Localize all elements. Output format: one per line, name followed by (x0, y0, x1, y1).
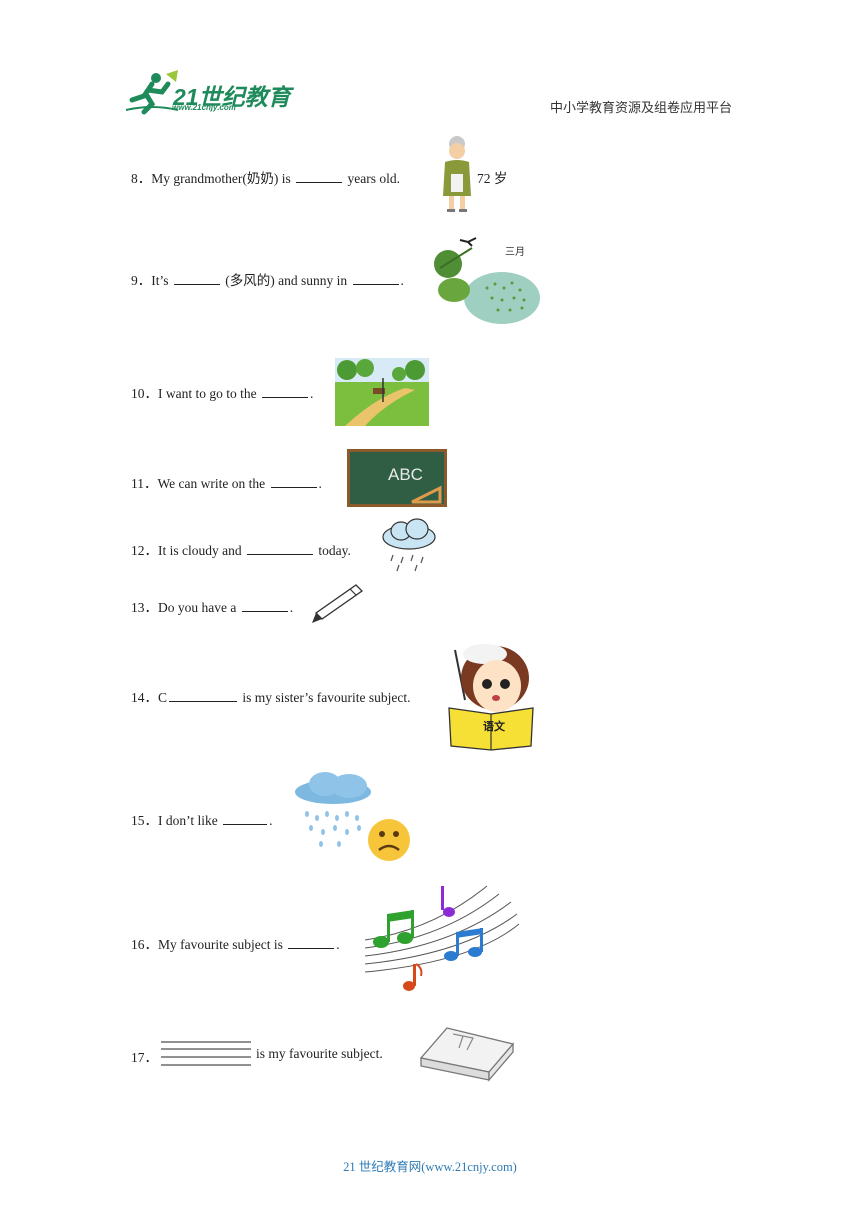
pen-icon (312, 584, 364, 623)
answer-lines (161, 1041, 251, 1066)
footer-text: 21 世纪教育网(www.21cnjy.com) (343, 1160, 517, 1174)
question-16: 16．My favourite subject is . (131, 936, 340, 952)
logo-url: www.21cnjy.com (172, 103, 236, 112)
answer-blank (173, 272, 220, 285)
answer-blank (352, 272, 399, 285)
question-17: 17． (131, 1050, 158, 1065)
answer-blank (261, 385, 308, 398)
board-text: ABC (388, 465, 423, 484)
book-label: 语文 (483, 720, 505, 733)
rain-sad-face-icon (295, 772, 410, 861)
book-icon (419, 1027, 515, 1082)
music-notes-icon (364, 885, 520, 991)
runner-logo-icon (125, 70, 179, 115)
rain-cloud-icon (382, 518, 436, 572)
question-11: 11．We can write on the . (131, 475, 322, 491)
answer-blank (169, 689, 238, 702)
girl-reading-icon: 语文 (445, 638, 535, 751)
question-9: 9．It’s (多风的) and sunny in . (131, 272, 404, 288)
question-17-text: is my favourite subject. (256, 1046, 383, 1061)
answer-blank (247, 542, 313, 555)
spring-scene-icon (434, 237, 540, 324)
header-platform-text: 中小学教育资源及组卷应用平台 (550, 101, 733, 116)
grandmother-icon (443, 136, 471, 212)
park-icon (335, 358, 429, 426)
answer-blank (270, 475, 317, 488)
question-13: 13．Do you have a . (131, 599, 294, 615)
month-label: 三月 (505, 247, 525, 258)
answer-blank (296, 170, 343, 183)
question-15: 15．I don’t like . (131, 812, 273, 828)
answer-blank (241, 599, 288, 612)
question-14: 14．C is my sister’s favourite subject. (131, 689, 411, 705)
age-label: 72 岁 (477, 171, 508, 186)
answer-blank (288, 936, 335, 949)
logo (122, 70, 292, 116)
question-12: 12．It is cloudy and today. (131, 542, 351, 558)
blackboard-icon: ABC (347, 449, 447, 507)
question-10: 10．I want to go to the . (131, 385, 314, 401)
question-8: 8．My grandmother(奶奶) is years old. (131, 170, 400, 186)
answer-blank (223, 812, 268, 825)
logo-text: 21世纪教育 (173, 84, 291, 110)
